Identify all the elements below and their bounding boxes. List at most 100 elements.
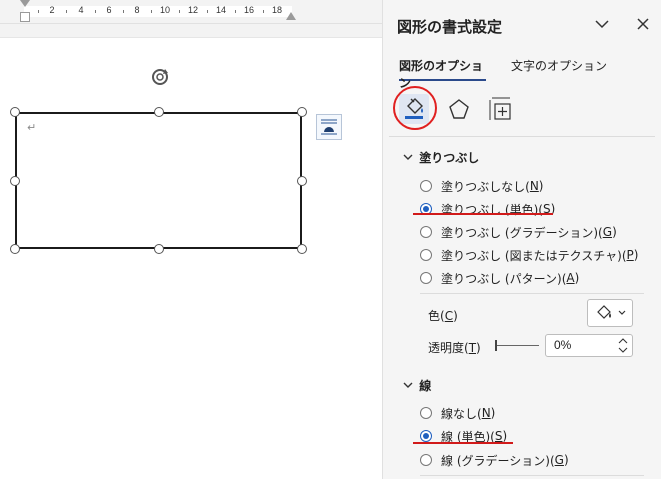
- ruler-number: 8: [134, 5, 140, 15]
- horizontal-ruler[interactable]: 2 4 6 8 10 12 14 16 18: [0, 0, 382, 24]
- fill-option-pattern[interactable]: 塗りつぶし (パターン)(A): [420, 269, 579, 287]
- first-line-indent-marker[interactable]: [20, 0, 30, 7]
- fill-option-solid[interactable]: 塗りつぶし (単色)(S): [420, 200, 555, 218]
- transparency-slider[interactable]: [495, 345, 539, 346]
- right-indent-marker[interactable]: [286, 12, 296, 20]
- ruler-number: 6: [106, 5, 112, 15]
- effects-pentagon-icon: [449, 99, 469, 119]
- fill-section-title: 塗りつぶし: [419, 151, 480, 165]
- resize-handle-top-right[interactable]: [297, 107, 307, 117]
- ruler-number: 2: [49, 5, 55, 15]
- chevron-down-icon: [403, 151, 415, 165]
- layout-options-button[interactable]: [316, 114, 342, 140]
- transparency-slider-thumb[interactable]: [495, 340, 497, 351]
- ruler-tick: [179, 10, 180, 13]
- radio-button[interactable]: [420, 249, 432, 261]
- option-label: 塗りつぶし (パターン)(: [441, 271, 567, 286]
- access-key: N: [529, 179, 539, 193]
- resize-handle-bottom-right[interactable]: [297, 244, 307, 254]
- size-properties-icon: [489, 97, 511, 120]
- access-key: A: [566, 271, 575, 285]
- chevron-down-icon[interactable]: [592, 14, 612, 34]
- fill-option-picture[interactable]: 塗りつぶし (図またはテクスチャ)(P): [420, 246, 638, 264]
- option-label: 線なし(: [441, 406, 482, 421]
- ruler-tick: [263, 10, 264, 13]
- label-end: ): [453, 309, 458, 323]
- resize-handle-bottom[interactable]: [154, 244, 164, 254]
- layout-options-icon: [321, 119, 337, 135]
- annotation-underline: [413, 442, 513, 444]
- radio-button[interactable]: [420, 272, 432, 284]
- pane-title: 図形の書式設定: [397, 18, 503, 36]
- fill-section-header[interactable]: 塗りつぶし: [403, 149, 479, 166]
- spin-button-icon[interactable]: [615, 335, 631, 356]
- option-label-end: ): [633, 248, 639, 262]
- access-key: S: [542, 202, 551, 216]
- access-key: G: [554, 453, 564, 467]
- option-label-end: ): [612, 225, 617, 239]
- line-section-header[interactable]: 線: [403, 377, 431, 394]
- resize-handle-top[interactable]: [154, 107, 164, 117]
- line-option-solid[interactable]: 線 (単色)(S): [420, 427, 507, 445]
- ruler-tick: [123, 10, 124, 13]
- label-end: ): [476, 341, 481, 355]
- access-key: P: [626, 248, 634, 262]
- option-label: 線 (グラデーション)(: [441, 453, 555, 468]
- size-properties-button[interactable]: [486, 94, 516, 124]
- option-label-end: ): [563, 453, 569, 467]
- option-label-end: ): [502, 429, 508, 443]
- resize-handle-bottom-left[interactable]: [10, 244, 20, 254]
- divider: [420, 475, 644, 476]
- annotation-circle: [393, 86, 437, 130]
- tab-text-options[interactable]: 文字のオプション: [511, 59, 608, 73]
- fill-option-gradient[interactable]: 塗りつぶし (グラデーション)(G): [420, 223, 617, 241]
- color-label: 色(C): [428, 307, 458, 324]
- ruler-tick: [95, 10, 96, 13]
- ruler-tick: [38, 10, 39, 13]
- paint-bucket-icon: [597, 305, 626, 319]
- line-section-title: 線: [419, 379, 432, 393]
- ruler-number: 12: [187, 5, 199, 15]
- divider: [389, 136, 655, 137]
- resize-handle-top-left[interactable]: [10, 107, 20, 117]
- radio-button-selected[interactable]: [420, 430, 432, 442]
- radio-button[interactable]: [420, 454, 432, 466]
- option-label: 塗りつぶし (図またはテクスチャ)(: [441, 248, 627, 263]
- option-label-end: ): [550, 202, 556, 216]
- option-label: 塗りつぶしなし(: [441, 179, 530, 194]
- option-label-end: ): [538, 179, 544, 193]
- radio-button[interactable]: [420, 407, 432, 419]
- annotation-underline: [413, 213, 553, 215]
- effects-button[interactable]: [444, 94, 474, 124]
- radio-button[interactable]: [420, 180, 432, 192]
- line-option-gradient[interactable]: 線 (グラデーション)(G): [420, 451, 569, 469]
- radio-button[interactable]: [420, 226, 432, 238]
- format-shape-pane: 図形の書式設定 図形のオプション 文字のオプション: [382, 0, 661, 479]
- resize-handle-right[interactable]: [297, 176, 307, 186]
- transparency-input[interactable]: 0%: [545, 334, 633, 357]
- left-indent-marker[interactable]: [20, 12, 30, 22]
- ruler-tick: [207, 10, 208, 13]
- option-label-end: ): [490, 406, 496, 420]
- ruler-tick: [151, 10, 152, 13]
- tab-shape-options[interactable]: 図形のオプション: [399, 57, 486, 90]
- rectangle-shape[interactable]: [15, 112, 302, 249]
- fill-color-dropdown[interactable]: [587, 299, 633, 327]
- ruler-tick: [235, 10, 236, 13]
- ruler-number: 10: [159, 5, 171, 15]
- ruler-number: 16: [243, 5, 255, 15]
- line-option-none[interactable]: 線なし(N): [420, 404, 495, 422]
- fill-option-none[interactable]: 塗りつぶしなし(N): [420, 177, 543, 195]
- divider: [420, 293, 644, 294]
- ruler-number: 14: [215, 5, 227, 15]
- label-text: 透明度(: [428, 341, 469, 355]
- document-area: 2 4 6 8 10 12 14 16 18 ↵: [0, 0, 382, 254]
- rotate-handle-icon[interactable]: [149, 66, 171, 88]
- access-key: N: [481, 406, 491, 420]
- ruler-tick: [66, 10, 67, 13]
- resize-handle-left[interactable]: [10, 176, 20, 186]
- access-key: T: [468, 341, 477, 355]
- close-icon[interactable]: [633, 14, 653, 34]
- access-key: G: [602, 225, 613, 239]
- ruler-track: [24, 6, 292, 17]
